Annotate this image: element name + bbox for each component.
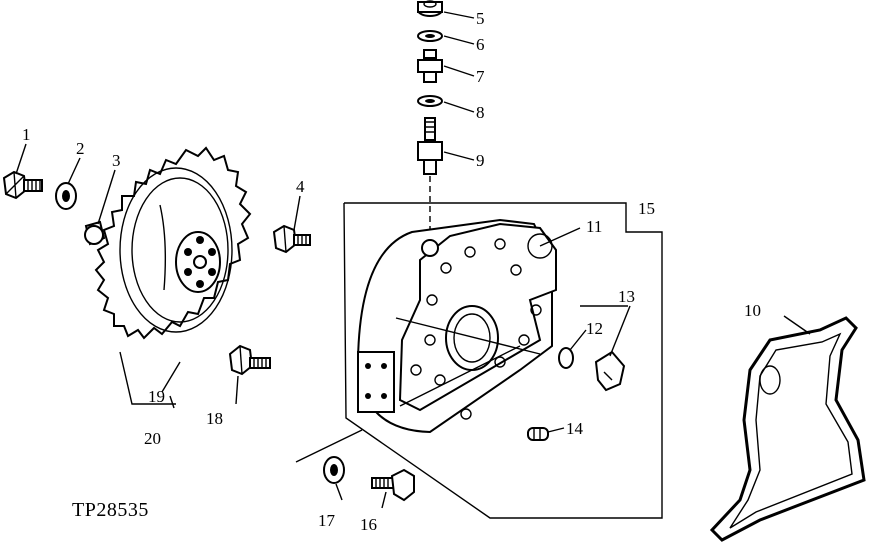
cap-screw-part-16 [371, 468, 415, 502]
washer-part-2 [55, 182, 77, 210]
washer-part-6 [417, 30, 443, 42]
figure-code: TP28535 [72, 499, 149, 521]
cover-part-13 [594, 350, 626, 392]
callout-20: 20 [144, 429, 161, 448]
fitting-part-7 [417, 49, 443, 83]
cap-screw-part-4 [272, 224, 311, 254]
callout-6: 6 [476, 35, 485, 54]
cap-screw-part-1 [2, 170, 43, 200]
callout-1: 1 [22, 125, 31, 144]
leader-lines [15, 11, 811, 509]
callout-13: 13 [618, 287, 635, 306]
callout-8: 8 [476, 103, 485, 122]
washer-part-8 [417, 95, 443, 107]
callout-10: 10 [744, 301, 761, 320]
callout-9: 9 [476, 151, 485, 170]
callout-14: 14 [566, 419, 584, 438]
callout-5: 5 [476, 9, 485, 28]
bushing-part-3 [84, 220, 106, 246]
fitting-part-9 [417, 117, 443, 175]
plug-part-5 [417, 0, 443, 17]
callout-15: 15 [638, 199, 655, 218]
gasket-part-10 [709, 316, 866, 542]
callout-11: 11 [586, 217, 602, 236]
callout-4: 4 [296, 177, 305, 196]
pin-part-14 [527, 427, 549, 441]
washer-part-17 [323, 456, 345, 484]
callout-16: 16 [360, 515, 377, 534]
cap-screw-part-18 [228, 344, 271, 376]
callout-17: 17 [318, 511, 336, 530]
callout-2: 2 [76, 139, 85, 158]
flywheel-housing-part-11 [356, 218, 557, 434]
housing-frame-part-15 [343, 202, 663, 519]
o-ring-part-12 [558, 347, 574, 369]
callout-19: 19 [148, 387, 165, 406]
flywheel-ring-gear-part-19-20 [94, 146, 252, 340]
callout-18: 18 [206, 409, 223, 428]
callout-3: 3 [112, 151, 121, 170]
callout-labels: 1 2 3 4 5 6 7 8 9 10 11 12 13 14 15 16 1… [22, 9, 761, 534]
callout-7: 7 [476, 67, 485, 86]
callout-12: 12 [586, 319, 603, 338]
